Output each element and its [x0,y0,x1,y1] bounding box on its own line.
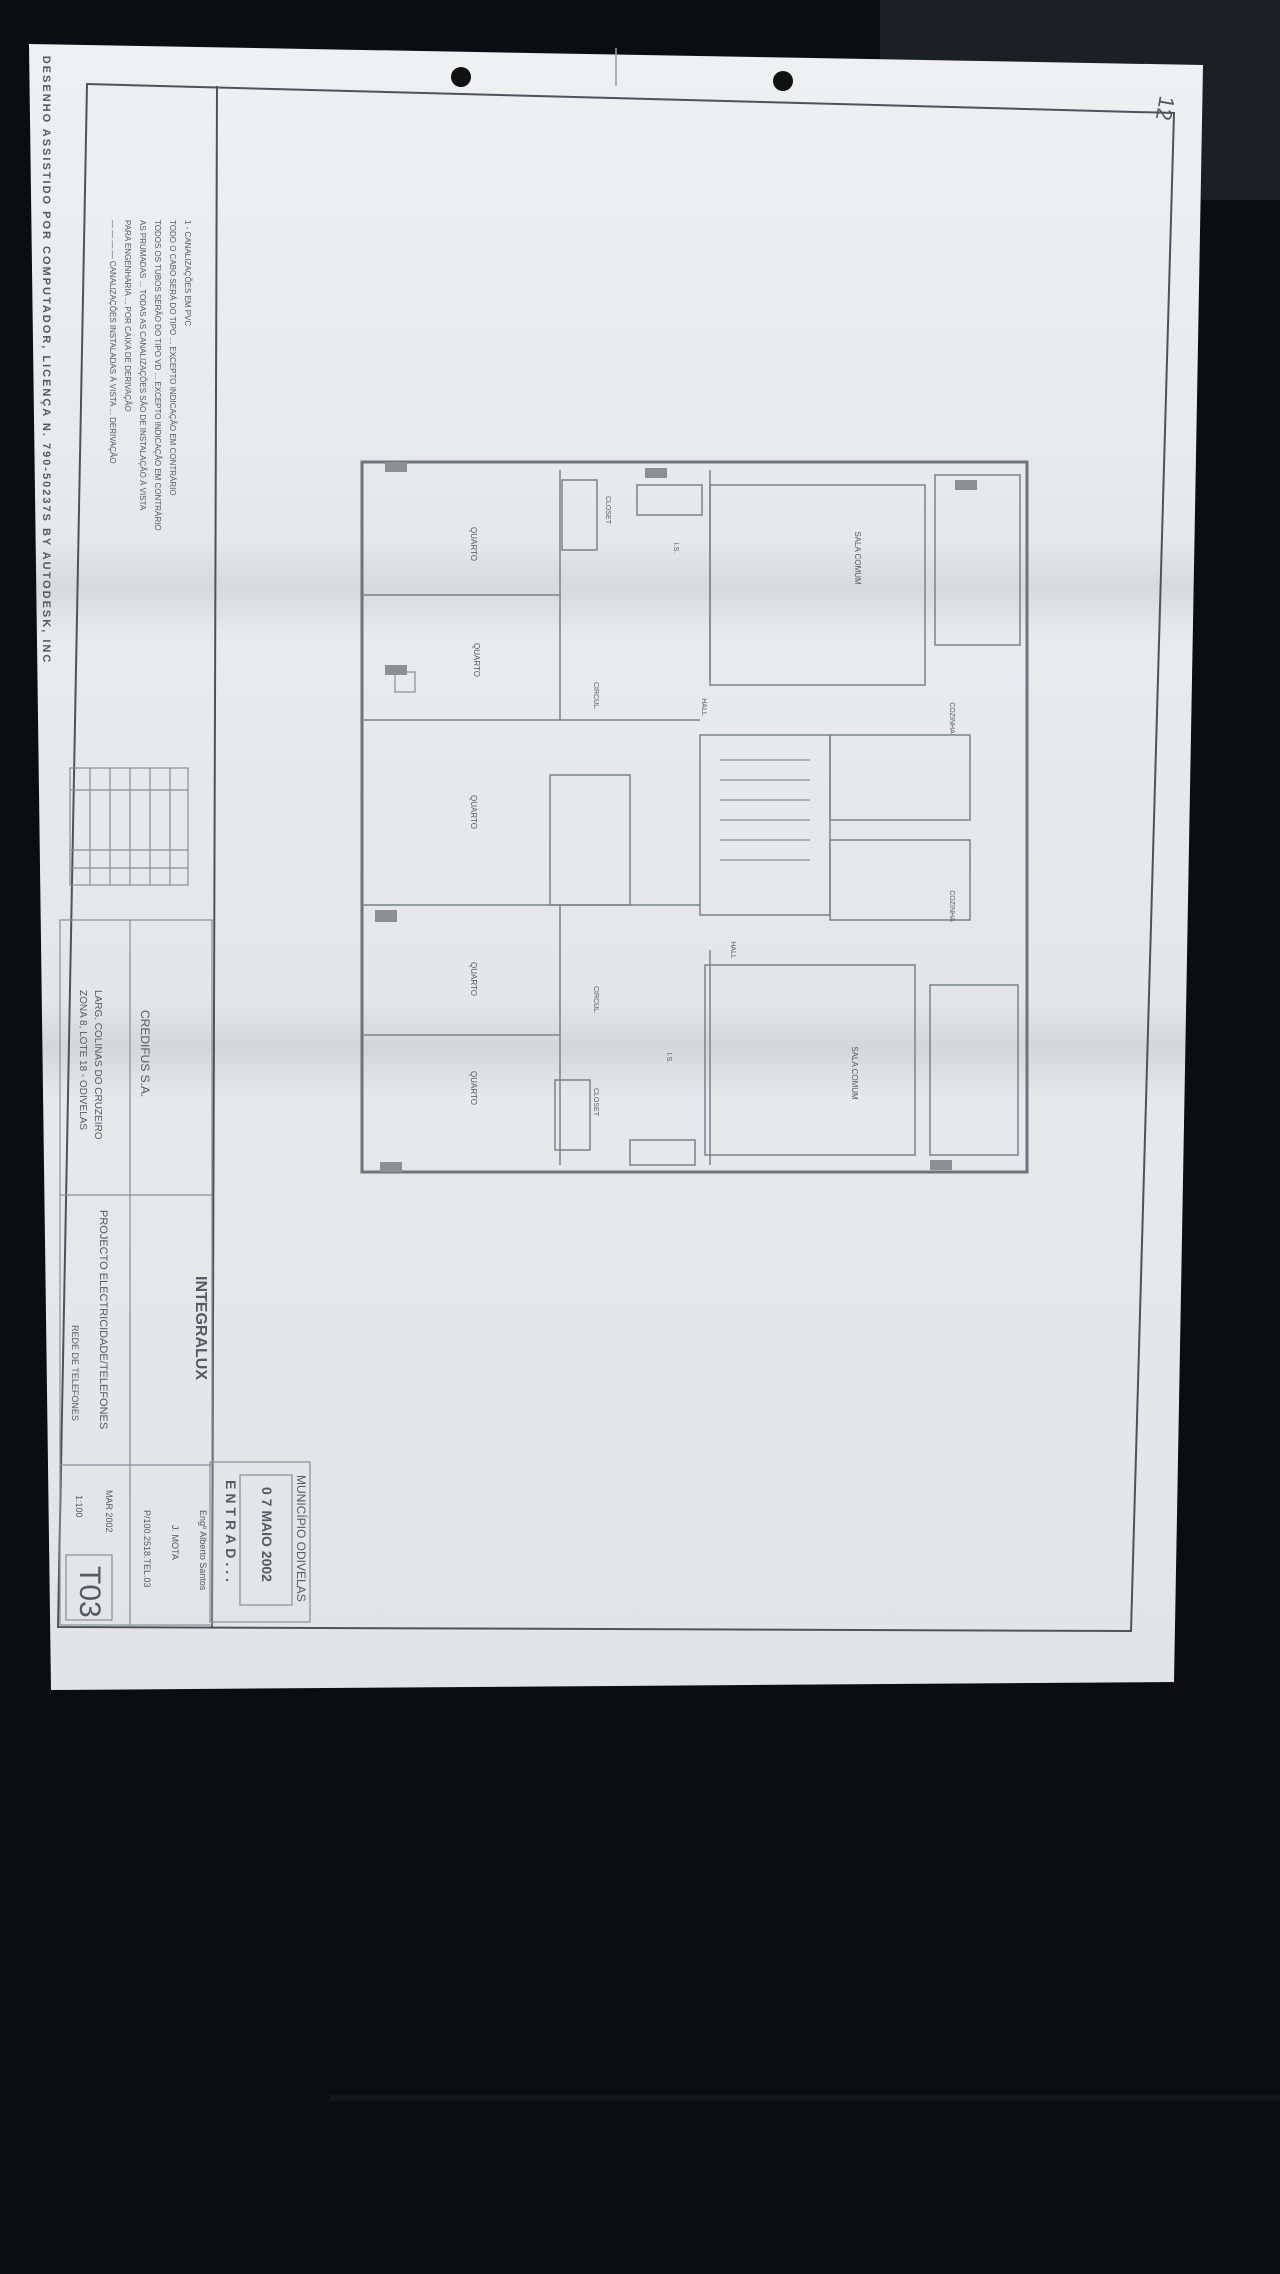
handwritten-mark: 12 [1151,94,1180,122]
drawing-title: REDE DE TELEFONES [70,1325,80,1421]
stamp-box [209,1461,311,1623]
title-strip-border [211,85,218,1629]
note-line: AS PRUMADAS ... TODAS AS CANALIZAÇÕES SÃ… [138,220,147,511]
room-label: CIRCUL. [592,986,599,1014]
room-label: QUARTO [472,643,481,677]
title-block: INTEGRALUX CREDIFUS S.A. LARG. COLINAS D… [59,919,311,1626]
file-reference: P/100.2518.TEL.03 [142,1510,152,1588]
paper-sheet: 12 DESENHO ASSISTIDO POR COMPUTADOR, LIC… [29,44,1203,1690]
note-line: TODOS OS TUBOS SERÃO DO TIPO VD ... EXCE… [153,220,162,531]
edge-text: DESENHO ASSISTIDO POR COMPUTADOR, LICENÇ… [40,56,52,665]
drawn-by: J. MOTA [170,1525,180,1560]
owner-name: CREDIFUS S.A. [138,1010,152,1097]
room-label: HALL [700,698,707,716]
room-label: I.S. [672,543,679,554]
punch-hole [451,67,471,87]
stamp-date: 0 7 MAIO 2002 [259,1487,275,1582]
room-label: CLOSET [592,1088,599,1117]
project-title: PROJECTO ELECTRICIDADE/TELEFONES [97,1210,109,1429]
room-label: QUARTO [469,795,478,829]
elevator-shaft [549,774,631,906]
location-line-2: ZONA 8, LOTE 18 - ODIVELAS [77,990,88,1130]
room-label: COZINHA [948,890,955,922]
location-line-1: LARG. COLINAS DO CRUZEIRO [92,990,103,1140]
stairwell [699,734,831,916]
date: MAR 2002 [104,1490,114,1533]
floor-plan: QUARTO QUARTO QUARTO QUARTO QUARTO CLOSE… [360,460,1029,1174]
notes: 1 - CANALIZAÇÕES EM PVC TODO O CABO SERÁ… [108,220,192,531]
room-label: CLOSET [604,496,611,525]
engineer: Engº Alberto Santos [198,1510,208,1591]
punch-hole [773,71,793,91]
room-label: QUARTO [469,1071,478,1105]
room-label: QUARTO [469,527,478,561]
note-line: — — — — CANALIZAÇÕES INSTALADAS À VISTA … [108,220,117,464]
note-line: PARA ENGENHARIA ... POR CAIXA DE DERIVAÇ… [123,220,132,412]
room-label: SALA COMUM [850,1046,859,1100]
legend-table [69,767,189,886]
note-line: 1 - CANALIZAÇÕES EM PVC [183,220,192,326]
room-label: SALA COMUM [853,531,862,585]
stamp-municipality: MUNICÍPIO ODIVELAS [294,1475,309,1602]
room-label: QUARTO [469,962,478,996]
stamp-label: ENTRAD... [223,1480,239,1586]
table-edge [330,2095,1280,2101]
scale: 1:100 [74,1495,84,1518]
room-label: CIRCUL. [592,682,599,710]
room-label: COZINHA [948,702,955,734]
note-line: TODO O CABO SERÁ DO TIPO ... EXCEPTO IND… [168,220,177,496]
sheet-number: T03 [73,1566,106,1618]
company-name: INTEGRALUX [192,1276,209,1380]
room-label: HALL [729,941,736,959]
drawing-border [56,82,1176,1633]
room-label: I.S. [665,1053,672,1064]
